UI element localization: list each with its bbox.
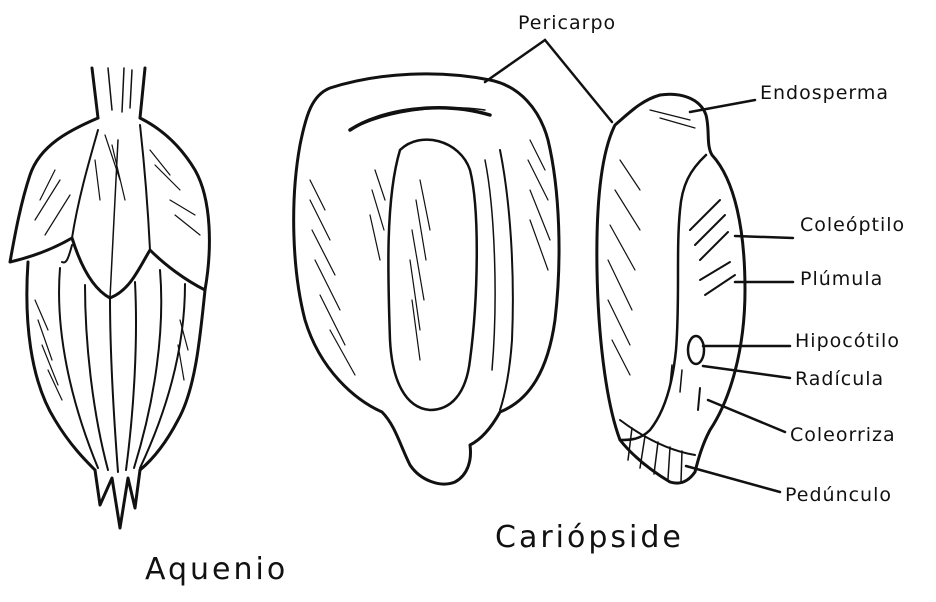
label-pericarpo: Pericarpo	[518, 12, 616, 34]
label-coleoptilo: Coleóptilo	[800, 214, 905, 236]
label-endosperma: Endosperma	[760, 82, 889, 104]
caryopsis-section-drawing	[597, 94, 745, 483]
label-plumula: Plúmula	[800, 268, 883, 290]
label-radicula: Radícula	[795, 368, 884, 390]
title-aquenio: Aquenio	[145, 552, 288, 587]
caryopsis-front-drawing	[294, 74, 559, 484]
label-pedunculo: Pedúnculo	[785, 484, 892, 506]
label-hipocotilo: Hipocótilo	[795, 330, 900, 352]
title-cariopside: Cariópside	[495, 520, 684, 555]
label-coleorriza: Coleorriza	[790, 424, 896, 446]
achene-drawing	[10, 68, 209, 528]
